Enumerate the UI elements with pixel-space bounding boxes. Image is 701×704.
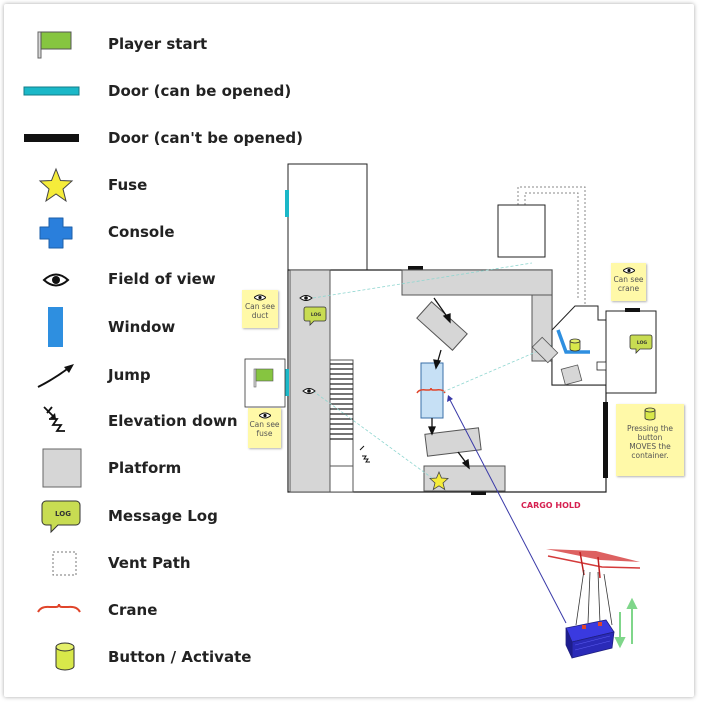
- legend-label: Crane: [108, 601, 158, 619]
- vent-path: [517, 186, 586, 305]
- note-can-see-fuse: Can see fuse: [248, 408, 281, 448]
- legend-label: Field of view: [108, 270, 216, 288]
- jump-arrows: [428, 297, 470, 470]
- legend-label: Platform: [108, 459, 182, 477]
- legend-item-window: Window: [0, 307, 300, 347]
- message-log-icon: LOG: [629, 334, 653, 354]
- eye-icon: [42, 273, 70, 287]
- legend-item-message-log: LOG Message Log: [0, 496, 300, 536]
- legend-label: Player start: [108, 35, 208, 53]
- legend-label: Elevation down: [108, 412, 238, 430]
- player-start-room: [244, 358, 286, 408]
- note-line: MOVES the: [629, 442, 671, 451]
- crane-icon: [416, 387, 446, 394]
- legend-item-platform: Platform: [0, 448, 300, 488]
- top-room: [287, 163, 368, 271]
- elevation-down-icon: [43, 406, 65, 432]
- legend-item-fuse: Fuse: [0, 165, 300, 205]
- legend-item-console: Console: [0, 212, 300, 252]
- eye-icon: [622, 267, 635, 274]
- legend-label: Door (can be opened): [108, 82, 292, 100]
- legend-item-crane: Crane: [0, 590, 300, 630]
- elevation-down-icon: [359, 445, 370, 463]
- door-locked: [408, 266, 423, 271]
- legend-label: Jump: [108, 366, 151, 384]
- door-locked: [471, 490, 486, 495]
- eye-icon: [299, 295, 313, 301]
- door-open: [285, 190, 289, 217]
- door-open-icon: [23, 86, 80, 96]
- legend-item-door-open: Door (can be opened): [0, 71, 300, 111]
- door-locked-icon: [24, 134, 79, 142]
- legend-label: Window: [108, 318, 176, 336]
- window-icon: [48, 307, 63, 347]
- note-can-see-duct: Can see duct: [242, 290, 278, 328]
- note-line: crane: [617, 284, 640, 293]
- button-cylinder-icon: [569, 338, 581, 352]
- legend-label: Door (can't be opened): [108, 129, 304, 147]
- legend-item-player-start: Player start: [0, 24, 300, 64]
- note-line: Can see: [244, 302, 276, 311]
- eye-icon: [254, 294, 266, 301]
- message-log-icon: LOG: [303, 306, 327, 326]
- button-cylinder-icon: [644, 407, 656, 421]
- note-line: duct: [251, 311, 269, 320]
- link-line: [448, 397, 567, 624]
- east-rooms: [531, 305, 657, 394]
- legend-item-jump: Jump: [0, 355, 300, 395]
- fuse-star-icon: [429, 470, 449, 491]
- flag-icon: [253, 368, 274, 388]
- stairs: [329, 359, 354, 493]
- link-arrowhead: [447, 395, 453, 402]
- door-locked: [603, 402, 608, 478]
- note-line: button: [637, 433, 663, 442]
- legend-item-button: Button / Activate: [0, 637, 300, 677]
- legend-item-field-of-view: Field of view: [0, 259, 300, 299]
- eye-icon: [258, 412, 271, 419]
- note-line: Pressing the: [626, 424, 674, 433]
- crane-icon: [37, 603, 81, 613]
- note-can-see-crane: Can see crane: [611, 263, 646, 301]
- legend-label: Message Log: [108, 507, 218, 525]
- vent-path-inner: [524, 192, 579, 298]
- log-text: LOG: [311, 312, 322, 318]
- legend-label: Fuse: [108, 176, 148, 194]
- platform: [424, 427, 482, 457]
- platform-icon: [42, 448, 82, 488]
- door-open: [284, 369, 289, 396]
- fuse-star-icon: [38, 167, 74, 203]
- flag-icon: [37, 31, 72, 59]
- note-line: Can see: [249, 420, 280, 429]
- vent-path-icon: [52, 551, 77, 576]
- log-text: LOG: [55, 510, 71, 518]
- legend-label: Button / Activate: [108, 648, 252, 666]
- note-line: Can see: [613, 275, 644, 284]
- platform: [401, 269, 553, 296]
- button-cylinder-icon: [55, 642, 75, 671]
- legend-item-elevation-down: Elevation down: [0, 401, 300, 441]
- jump-arrow-icon: [37, 364, 74, 388]
- note-line: fuse: [256, 429, 273, 438]
- vertical-arrows: [614, 597, 638, 649]
- note-line: container.: [631, 451, 669, 460]
- vent-room: [497, 204, 546, 258]
- eye-icon: [302, 388, 316, 394]
- crane-render: [546, 549, 641, 659]
- message-log-icon: LOG: [41, 500, 81, 534]
- sightlines: [312, 262, 553, 479]
- console-cross-icon: [39, 217, 73, 249]
- platform: [289, 269, 331, 493]
- note-button-moves-container: Pressing the button MOVES the container.: [616, 404, 684, 476]
- legend-label: Vent Path: [108, 554, 191, 572]
- log-text: LOG: [637, 340, 648, 346]
- legend-item-door-locked: Door (can't be opened): [0, 118, 304, 158]
- legend-item-vent-path: Vent Path: [0, 543, 300, 583]
- area-label-cargo-hold: CARGO HOLD: [521, 501, 581, 510]
- legend-label: Console: [108, 223, 175, 241]
